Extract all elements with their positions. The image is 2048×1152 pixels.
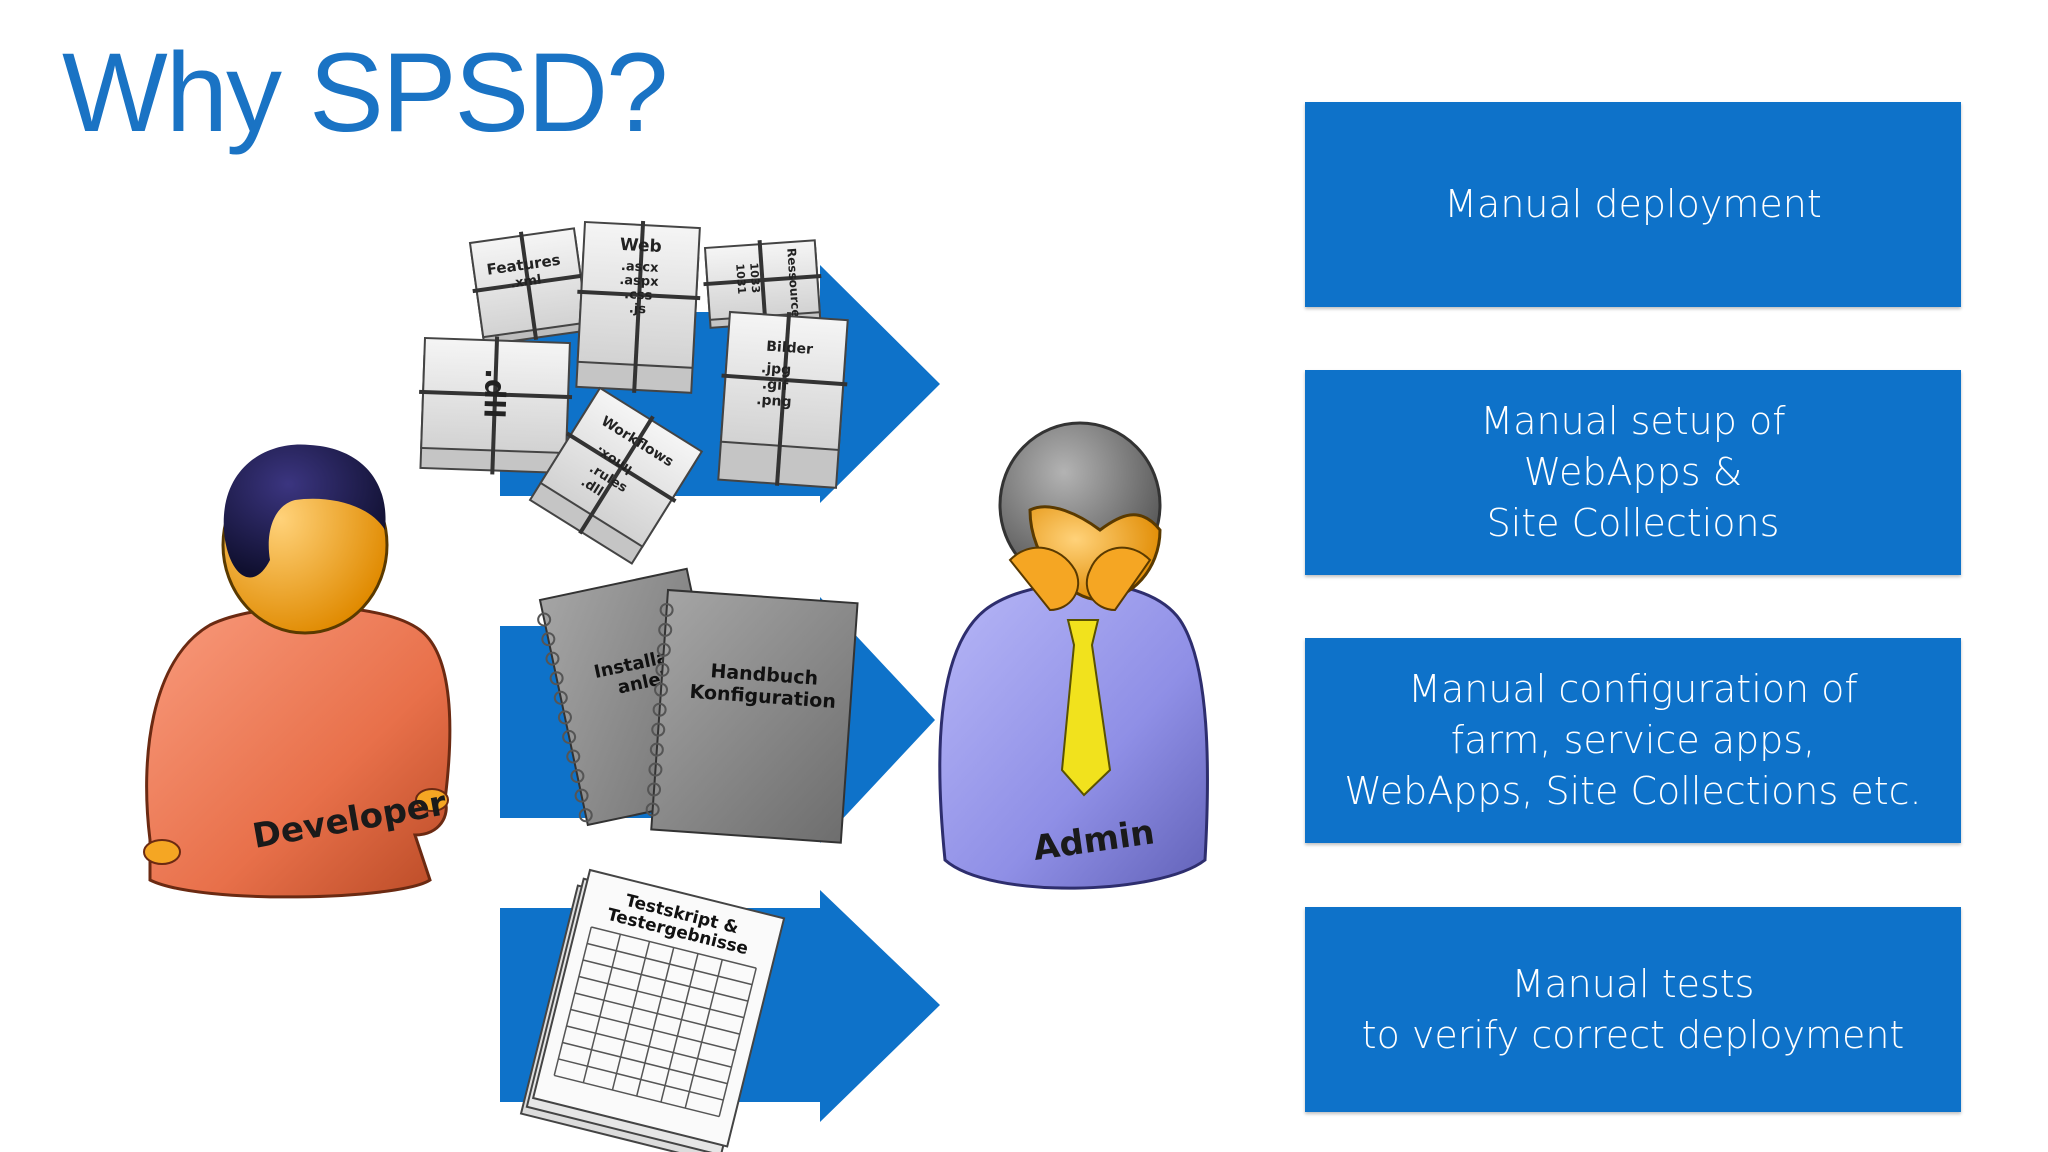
bundle-features-ext: .xml (509, 272, 542, 291)
admin-figure: Admin (938, 421, 1209, 890)
bundle-bilder-line-1: .jpg (761, 360, 792, 378)
reason-box-text: Manual tests to verify correct deploymen… (1361, 961, 1905, 1057)
paper-bundles: Features .xml Web .ascx .aspx .css .js R… (419, 220, 849, 565)
deployment-illustration: Features .xml Web .ascx .aspx .css .js R… (143, 220, 1209, 1152)
bundle-dll-title: .dll (477, 368, 512, 419)
reason-box-manual-tests: Manual tests to verify correct deploymen… (1305, 907, 1961, 1112)
test-sheets: Testskript & Testergebnisse (519, 868, 786, 1152)
slide-title: Why SPSD? (62, 30, 668, 155)
bundle-web-line-2: .aspx (619, 273, 659, 290)
reason-box-manual-setup: Manual setup of WebApps & Site Collectio… (1305, 370, 1961, 575)
reason-box-text: Manual configuration of farm, service ap… (1344, 667, 1922, 813)
reason-box-manual-deployment: Manual deployment (1305, 102, 1961, 307)
bundle-bilder-line-3: .png (756, 392, 792, 410)
developer-figure: Developer (143, 444, 452, 899)
bundle-bilder-title: Bilder (766, 339, 814, 358)
reason-box-text: Manual setup of WebApps & Site Collectio… (1480, 399, 1786, 545)
bundle-resources-line-2: 1031 (733, 263, 748, 294)
bundle-web-title: Web (619, 235, 662, 257)
bundle-web-line-1: .ascx (621, 259, 660, 276)
manuals: Installati anleit Handbuch Konfiguration (537, 567, 859, 844)
bundle-web-line-3: .css (624, 287, 653, 303)
bundle-web-line-4: .js (629, 301, 647, 317)
reason-box-manual-configuration: Manual configuration of farm, service ap… (1305, 638, 1961, 843)
bundle-bilder-line-2: .gif (761, 376, 789, 394)
bundle-resources-title: Ressourcen (784, 247, 803, 326)
bundle-resources-line-1: 1033 (747, 262, 762, 293)
reason-box-text: Manual deployment (1444, 182, 1822, 226)
